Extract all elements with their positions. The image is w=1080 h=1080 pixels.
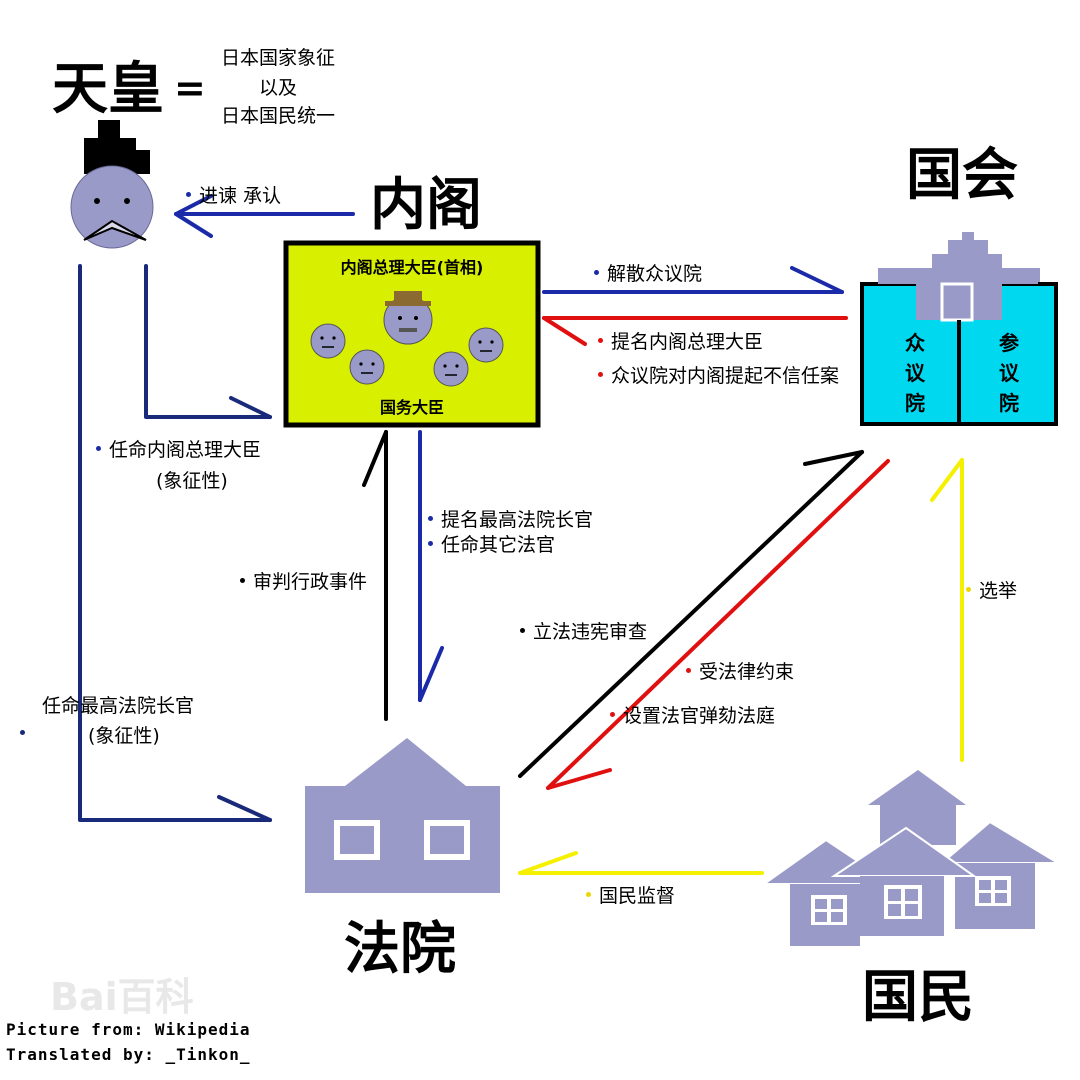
label-people-oversight: 国民监督	[586, 884, 675, 908]
label-appoint-chief-justice-bullet	[20, 730, 25, 735]
label-appoint-pm: 任命内阁总理大臣	[96, 438, 261, 462]
baidu-watermark: Bai百科	[50, 975, 194, 1019]
equals-sign: =	[174, 66, 206, 110]
label-appoint-chief-justice-note: (象征性)	[88, 725, 160, 747]
label-no-confidence: 众议院对内阁提起不信任案	[598, 364, 839, 388]
cabinet-pm-label: 内阁总理大臣(首相)	[340, 258, 484, 277]
label-nominate-chief-justice: 提名最高法院长官	[428, 508, 593, 532]
label-appoint-pm-note: (象征性)	[156, 470, 228, 492]
label-appoint-other-judges: 任命其它法官	[428, 533, 555, 557]
upper-house-label: 参议院	[999, 331, 1019, 415]
label-election: 选举	[966, 579, 1017, 603]
emperor-symbol-line-1: 日本国家象征	[220, 47, 335, 69]
cabinet-box	[283, 240, 541, 428]
label-bound-by-law: 受法律约束	[686, 660, 794, 684]
diet-building	[860, 232, 1058, 426]
arrow-emperor-to-cabinet	[144, 264, 272, 419]
lower-house-label: 众议院	[905, 331, 925, 415]
court-title: 法院	[344, 917, 456, 982]
label-advice-approval: 进谏 承认	[186, 184, 281, 208]
court-building	[305, 738, 500, 893]
emperor-symbol-line-3: 日本国民统一	[220, 105, 335, 127]
label-admin-trials: 审判行政事件	[240, 570, 367, 594]
people-title: 国民	[862, 965, 974, 1030]
cabinet-ministers-label: 国务大臣	[379, 398, 444, 417]
arrow-emperor-to-court	[78, 264, 272, 822]
credit-picture-from: Picture from: Wikipedia	[6, 1020, 251, 1039]
diet-title: 国会	[906, 143, 1018, 208]
label-impeachment-court: 设置法官弹劾法庭	[610, 704, 775, 728]
emperor-figure	[70, 120, 154, 249]
label-judicial-review: 立法违宪审查	[520, 620, 647, 644]
arrow-court-to-diet	[518, 450, 864, 778]
cabinet-title: 内阁	[370, 173, 482, 238]
arrow-diet-to-court	[546, 459, 890, 790]
credit-translated-by: Translated by: _Tinkon_	[6, 1045, 251, 1064]
people-houses	[760, 770, 1062, 946]
label-dissolve-lower-house: 解散众议院	[594, 262, 702, 286]
emperor-title: 天皇	[52, 57, 164, 122]
arrows	[78, 194, 964, 875]
label-appoint-chief-justice: 任命最高法院长官	[42, 695, 195, 717]
emperor-symbol-line-2: 以及	[258, 77, 297, 99]
label-nominate-pm: 提名内阁总理大臣	[598, 330, 763, 354]
